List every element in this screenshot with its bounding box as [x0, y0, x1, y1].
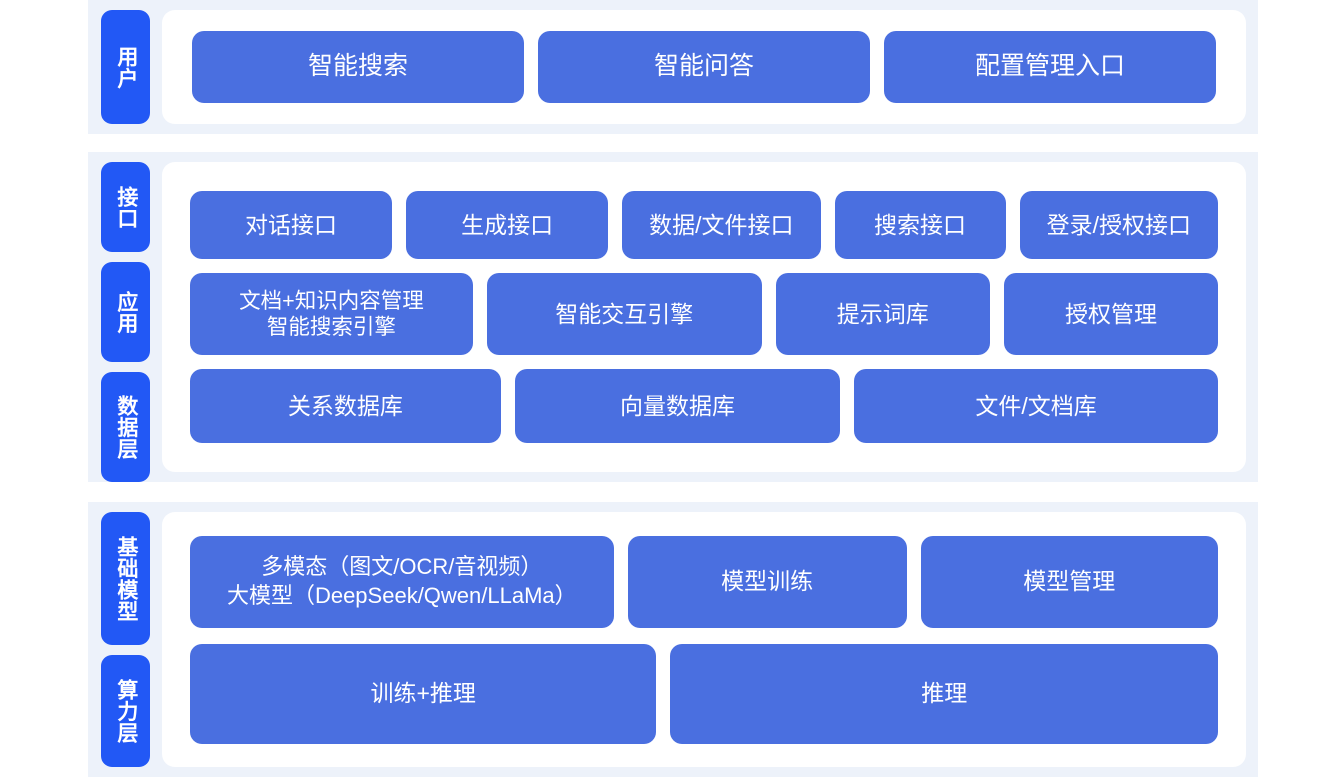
box-vector-database[interactable]: 向量数据库 [514, 369, 841, 443]
box-login-auth-interface[interactable]: 登录/授权接口 [1019, 191, 1218, 259]
layer-chip-compute-layer[interactable]: 算力层 [101, 655, 150, 767]
box-dialog-interface[interactable]: 对话接口 [190, 191, 393, 259]
box-prompt-library[interactable]: 提示词库 [775, 273, 990, 355]
row-foundation-model: 多模态（图文/OCR/音视频） 大模型（DeepSeek/Qwen/LLaMa）… [190, 535, 1218, 628]
architecture-diagram: 用户 智能搜索 智能问答 配置管理入口 接口 应用 数据层 对话接口 生成接口 … [88, 0, 1258, 784]
row-application: 文档+知识内容管理 智能搜索引擎 智能交互引擎 提示词库 授权管理 [190, 273, 1219, 355]
box-training-inference[interactable]: 训练+推理 [190, 643, 657, 744]
box-file-document-store[interactable]: 文件/文档库 [854, 369, 1218, 443]
box-smart-qa[interactable]: 智能问答 [538, 31, 870, 103]
box-multimodal-large-model[interactable]: 多模态（图文/OCR/音视频） 大模型（DeepSeek/Qwen/LLaMa） [190, 535, 614, 628]
box-data-file-interface[interactable]: 数据/文件接口 [622, 191, 821, 259]
layer-chip-data-layer[interactable]: 数据层 [101, 372, 150, 482]
label-column-user: 用户 [88, 0, 152, 134]
layer-chip-interface[interactable]: 接口 [101, 162, 150, 252]
box-search-interface[interactable]: 搜索接口 [834, 191, 1006, 259]
panel-middle: 对话接口 生成接口 数据/文件接口 搜索接口 登录/授权接口 文档+知识内容管理… [162, 162, 1246, 472]
panel-user: 智能搜索 智能问答 配置管理入口 [162, 10, 1246, 124]
row-interface: 对话接口 生成接口 数据/文件接口 搜索接口 登录/授权接口 [190, 191, 1218, 259]
box-smart-search[interactable]: 智能搜索 [192, 31, 524, 103]
box-doc-knowledge-management[interactable]: 文档+知识内容管理 智能搜索引擎 [190, 273, 473, 355]
box-smart-interaction-engine[interactable]: 智能交互引擎 [486, 273, 762, 355]
label-column-middle: 接口 应用 数据层 [88, 152, 152, 482]
row-user-entries: 智能搜索 智能问答 配置管理入口 [192, 31, 1216, 103]
box-config-management-entry[interactable]: 配置管理入口 [884, 31, 1216, 103]
label-column-base: 基础模型 算力层 [88, 502, 152, 777]
box-inference[interactable]: 推理 [670, 643, 1218, 744]
box-model-training[interactable]: 模型训练 [627, 535, 907, 628]
box-relational-database[interactable]: 关系数据库 [190, 369, 501, 443]
box-generation-interface[interactable]: 生成接口 [406, 191, 609, 259]
panel-base: 多模态（图文/OCR/音视频） 大模型（DeepSeek/Qwen/LLaMa）… [162, 512, 1246, 767]
section-user: 用户 智能搜索 智能问答 配置管理入口 [88, 0, 1258, 134]
layer-chip-application[interactable]: 应用 [101, 262, 150, 362]
row-compute-layer: 训练+推理 推理 [190, 643, 1218, 744]
row-data-layer: 关系数据库 向量数据库 文件/文档库 [190, 369, 1218, 443]
section-middle: 接口 应用 数据层 对话接口 生成接口 数据/文件接口 搜索接口 登录/授权接口… [88, 152, 1258, 482]
section-base: 基础模型 算力层 多模态（图文/OCR/音视频） 大模型（DeepSeek/Qw… [88, 502, 1258, 777]
box-model-management[interactable]: 模型管理 [920, 535, 1218, 628]
layer-chip-user[interactable]: 用户 [101, 10, 150, 124]
box-authorization-management[interactable]: 授权管理 [1003, 273, 1219, 355]
layer-chip-foundation-model[interactable]: 基础模型 [101, 512, 150, 645]
